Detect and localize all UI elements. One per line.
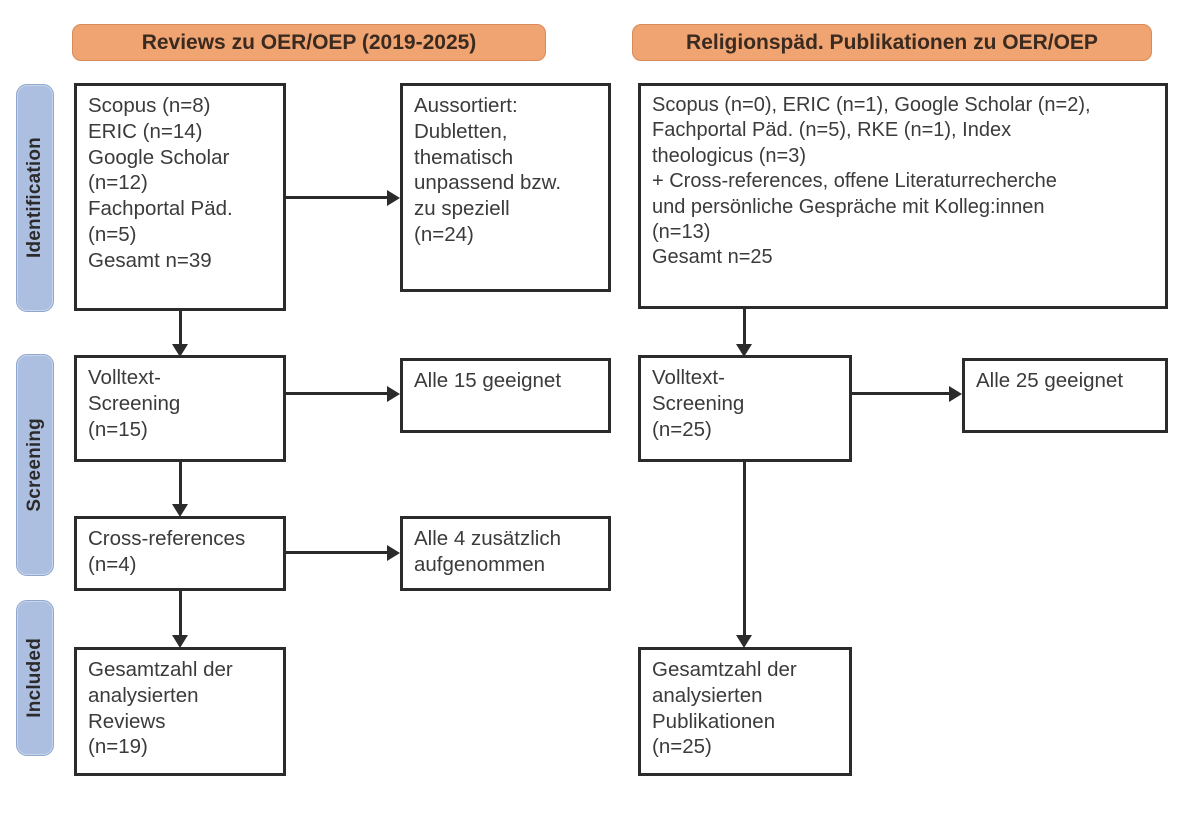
connector-right-sources-to-fulltext xyxy=(742,309,746,344)
box-left-excluded: Aussortiert: Dubletten, thematisch unpas… xyxy=(400,83,611,292)
arrowhead-left-sources-to-fulltext xyxy=(172,344,188,357)
column-header-reviews: Reviews zu OER/OEP (2019-2025) xyxy=(72,24,546,61)
connector-left-fulltext-to-crossrefs xyxy=(178,462,182,504)
arrowhead-left-sources-to-excluded xyxy=(387,189,400,206)
box-right-included: Gesamtzahl der analysierten Publikatione… xyxy=(638,647,852,776)
box-right-fulltext-screening: Volltext- Screening (n=25) xyxy=(638,355,852,462)
arrowhead-left-crossrefs-to-result xyxy=(387,544,400,561)
column-header-reviews-label: Reviews zu OER/OEP (2019-2025) xyxy=(141,30,477,54)
box-right-sources: Scopus (n=0), ERIC (n=1), Google Scholar… xyxy=(638,83,1168,309)
connector-right-fulltext-to-result xyxy=(852,392,949,395)
stage-label-identification: Identification xyxy=(24,137,45,259)
arrowhead-right-fulltext-to-result xyxy=(949,385,962,402)
connector-left-sources-to-excluded xyxy=(286,196,387,199)
arrowhead-right-sources-to-fulltext xyxy=(736,344,752,357)
box-left-fulltext-screening: Volltext- Screening (n=15) xyxy=(74,355,286,462)
stage-pill-included: Included xyxy=(16,600,54,756)
arrowhead-left-fulltext-to-crossrefs xyxy=(172,504,188,517)
connector-left-fulltext-to-result xyxy=(286,392,387,395)
box-left-crossreferences: Cross-references (n=4) xyxy=(74,516,286,591)
connector-left-sources-to-fulltext xyxy=(178,311,182,344)
arrowhead-right-fulltext-to-included xyxy=(736,635,752,648)
connector-left-crossrefs-to-result xyxy=(286,551,387,554)
arrowhead-left-crossrefs-to-included xyxy=(172,635,188,648)
box-left-included: Gesamtzahl der analysierten Reviews (n=1… xyxy=(74,647,286,776)
stage-pill-identification: Identification xyxy=(16,84,54,312)
column-header-publications-label: Religionspäd. Publikationen zu OER/OEP xyxy=(686,30,1098,54)
connector-right-fulltext-to-included xyxy=(742,462,746,635)
stage-pill-screening: Screening xyxy=(16,354,54,576)
box-left-fulltext-result: Alle 15 geeignet xyxy=(400,358,611,433)
box-left-crossreferences-result: Alle 4 zusätzlich aufgenommen xyxy=(400,516,611,591)
box-right-fulltext-result: Alle 25 geeignet xyxy=(962,358,1168,433)
stage-label-included: Included xyxy=(24,638,45,718)
column-header-publications: Religionspäd. Publikationen zu OER/OEP xyxy=(632,24,1152,61)
box-left-sources: Scopus (n=8) ERIC (n=14) Google Scholar … xyxy=(74,83,286,311)
stage-label-screening: Screening xyxy=(24,418,45,512)
connector-left-crossrefs-to-included xyxy=(178,591,182,635)
arrowhead-left-fulltext-to-result xyxy=(387,385,400,402)
